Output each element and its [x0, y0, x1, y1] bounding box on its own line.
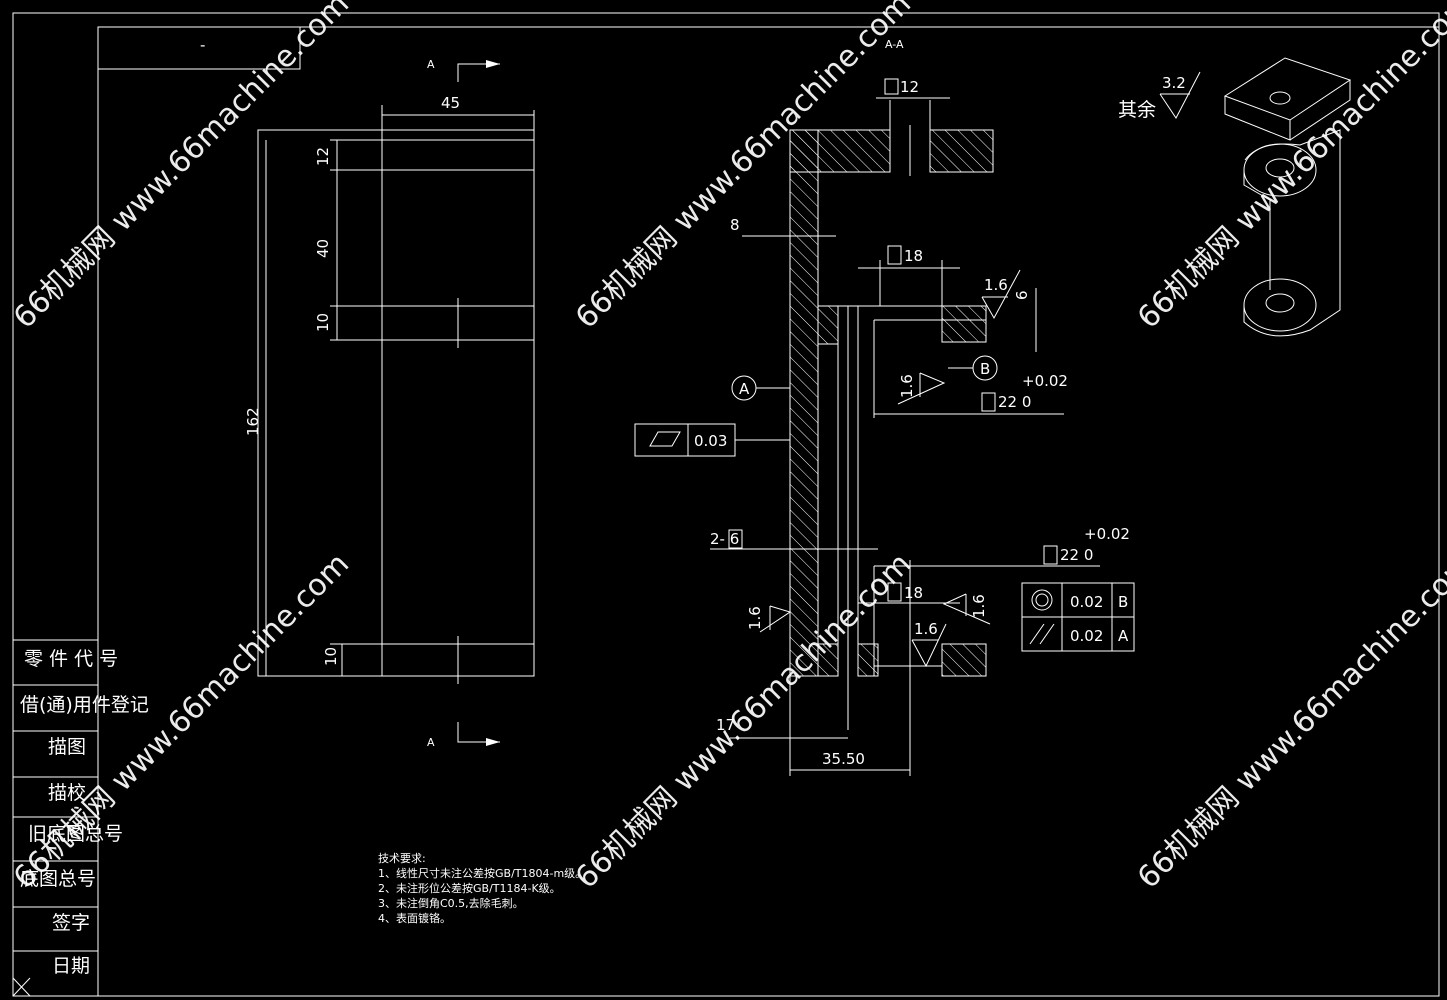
tb-date: 日期: [52, 955, 90, 977]
dim-height-162: 162: [244, 407, 262, 436]
dim-40: 40: [314, 239, 332, 258]
tb-part-code: 零 件 代 号: [24, 648, 118, 670]
section-title: A-A: [885, 38, 904, 51]
parallelism-icon: [1029, 623, 1055, 645]
other-roughness-label: 其余: [1118, 99, 1156, 121]
title-box-mark: -: [200, 36, 205, 54]
datum-b-label: B: [980, 360, 990, 378]
roughness-4: 1.6: [970, 594, 988, 618]
tb-drawn: 描图: [48, 736, 86, 758]
dim-width-45: 45: [441, 94, 460, 112]
fcf-tol-2: 0.02: [1070, 627, 1103, 645]
side-title-block: 零 件 代 号 借(通)用件登记 描图 描校 旧底图总号 底图总号 签字 日期: [12, 639, 149, 997]
dim-sq22-a: 22 0: [998, 393, 1031, 411]
other-roughness-value: 3.2: [1162, 74, 1186, 92]
dim-10-upper: 10: [314, 313, 332, 332]
dim-35-50: 35.50: [822, 750, 865, 768]
watermark-1: 66机械网 www.66machine.com: [7, 0, 356, 336]
tb-checked: 描校: [48, 782, 86, 804]
tol-a: +0.02: [1022, 372, 1068, 390]
section-mark-bottom: A: [427, 736, 435, 749]
roughness-2: 1.6: [898, 374, 916, 398]
watermark-3: 66机械网 www.66machine.com: [1131, 0, 1447, 336]
section-mark-top: A: [427, 58, 435, 71]
tol-b: +0.02: [1084, 525, 1130, 543]
roughness-1: 1.6: [984, 276, 1008, 294]
fcf-tol-1: 0.02: [1070, 593, 1103, 611]
dim-sq18-top: 18: [904, 247, 923, 265]
tb-signature: 签字: [52, 912, 90, 934]
flatness-icon: [649, 431, 681, 447]
flatness-value: 0.03: [694, 432, 727, 450]
tech-requirements: 技术要求: 1、线性尺寸未注公差按GB/T1804-m级。 2、未注形位公差按G…: [378, 852, 586, 925]
dim-sq18-bot: 18: [904, 584, 923, 602]
dim-8: 8: [730, 216, 740, 234]
tb-old-base-no: 旧底图总号: [28, 823, 123, 845]
watermark-5: 66机械网 www.66machine.com: [569, 546, 918, 895]
datum-a-label: A: [739, 380, 750, 398]
section-view: A-A 12 8 18 22: [634, 38, 1135, 776]
dim-2-holes: 2- 6: [710, 530, 739, 548]
tech-req-2: 2、未注形位公差按GB/T1184-K级。: [378, 881, 561, 895]
drawing-border: -: [12, 12, 1440, 997]
fcf-datum-1: B: [1118, 593, 1128, 611]
tech-req-title: 技术要求:: [378, 852, 426, 865]
dim-17: 17: [716, 716, 735, 734]
tech-req-4: 4、表面镀铬。: [378, 911, 451, 925]
roughness-5: 1.6: [914, 620, 938, 638]
tech-req-1: 1、线性尺寸未注公差按GB/T1804-m级。: [378, 866, 586, 880]
watermark-4: 66机械网 www.66machine.com: [7, 546, 356, 895]
dim-sq12: 12: [900, 78, 919, 96]
other-roughness: 其余 3.2: [1118, 71, 1201, 121]
watermark-6: 66机械网 www.66machine.com: [1131, 546, 1447, 895]
dim-10-lower: 10: [322, 647, 340, 666]
tb-borrowed-register: 借(通)用件登记: [20, 694, 149, 716]
dim-6: 6: [1013, 290, 1031, 300]
tech-req-3: 3、未注倒角C0.5,去除毛刺。: [378, 896, 524, 910]
roughness-3: 1.6: [746, 606, 764, 630]
isometric-view: [1223, 57, 1352, 337]
front-view: 45 162 12 40 10 10 A A: [244, 58, 535, 749]
tb-base-no: 底图总号: [20, 868, 96, 890]
dim-sq22-b: 22 0: [1060, 546, 1093, 564]
concentricity-icon: [1031, 589, 1053, 611]
fcf-datum-2: A: [1118, 627, 1129, 645]
dim-12: 12: [314, 147, 332, 166]
